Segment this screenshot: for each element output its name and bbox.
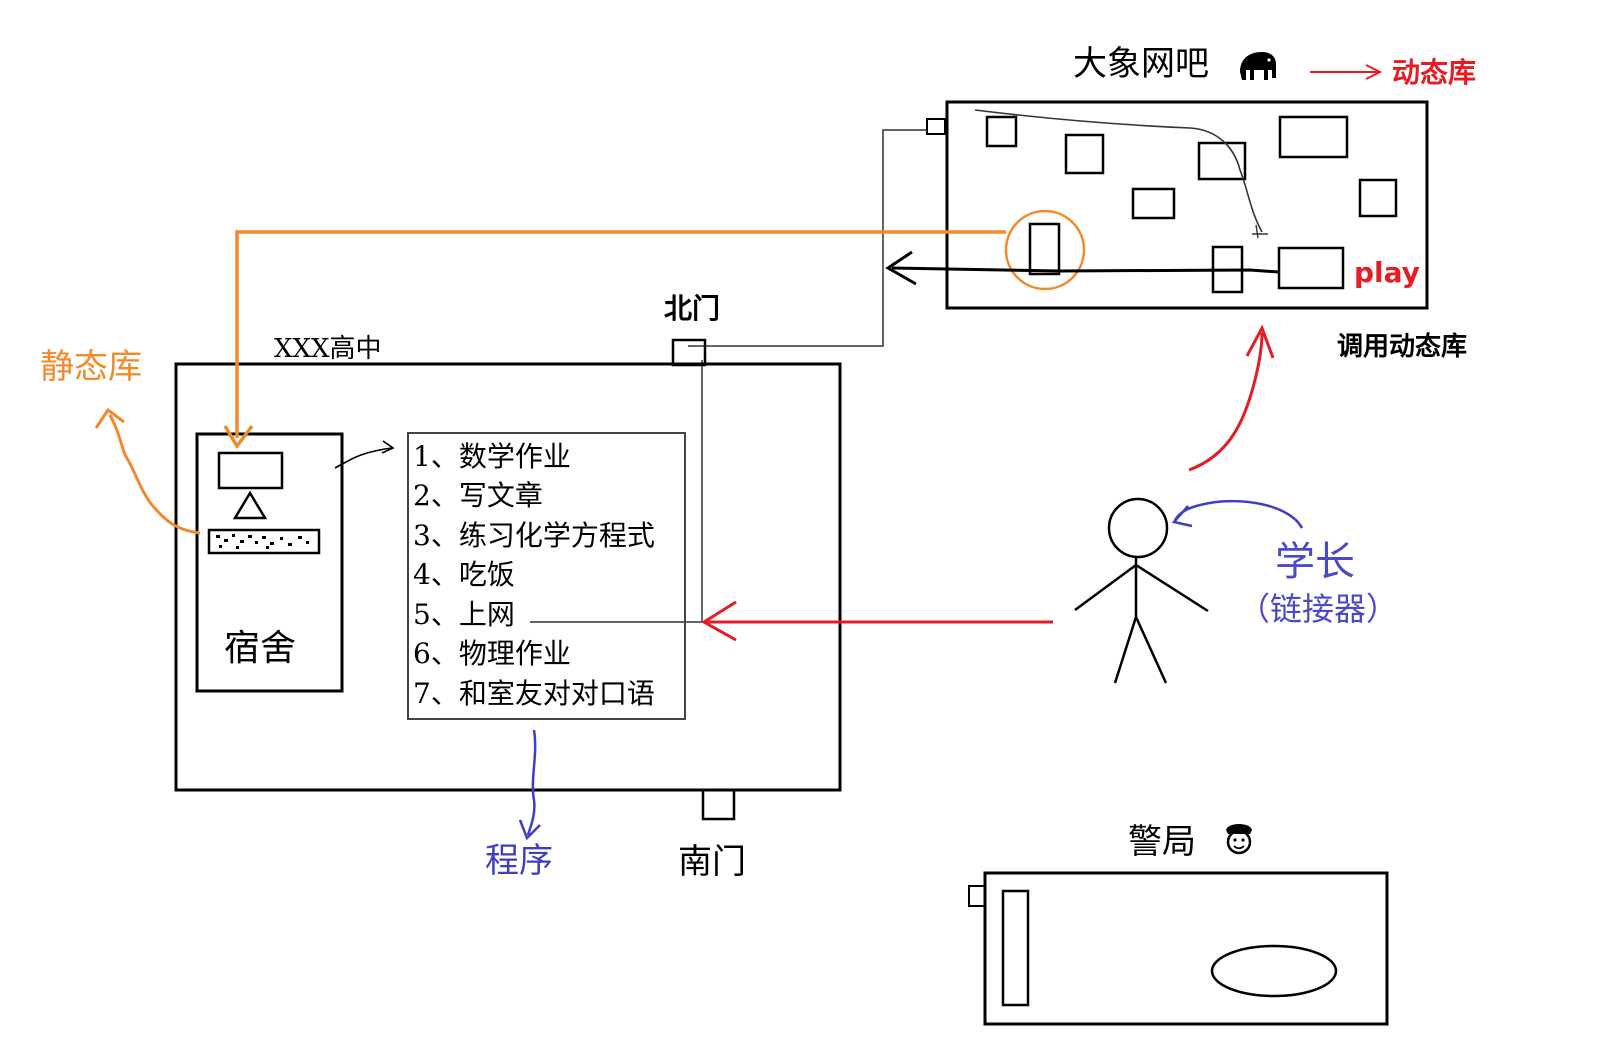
police-station-door bbox=[968, 885, 986, 907]
return-arrow bbox=[885, 250, 1280, 286]
keyboard-keys bbox=[216, 534, 309, 549]
task-item: 3、练习化学方程式 bbox=[413, 519, 655, 552]
program-label: 程序 bbox=[485, 841, 553, 881]
school-building bbox=[174, 362, 842, 792]
static-library-label: 静态库 bbox=[40, 347, 142, 387]
selected-machine-highlight bbox=[1004, 209, 1086, 291]
route-program-to-north-gate bbox=[530, 360, 703, 623]
task-item: 7、和室友对对口语 bbox=[413, 677, 655, 710]
cafe-seat bbox=[1028, 222, 1061, 276]
task-item: 2、写文章 bbox=[413, 479, 543, 512]
task-list: 1、数学作业 2、写文章 3、练习化学方程式 4、吃饭 5、上网 6、物理作业 … bbox=[413, 440, 655, 710]
cafe-seat bbox=[1197, 141, 1247, 181]
task-list-box bbox=[407, 432, 686, 720]
police-officer-icon bbox=[1226, 824, 1252, 855]
north-gate bbox=[671, 338, 707, 367]
task-item: 5、上网 bbox=[413, 598, 515, 631]
play-label: play bbox=[1354, 256, 1420, 289]
route-north-gate-to-cafe bbox=[688, 129, 927, 347]
police-station-label: 警局 bbox=[1128, 822, 1196, 862]
dorm-monitor-stand bbox=[232, 490, 268, 520]
senior-pointer-arrow bbox=[1171, 499, 1304, 529]
dynamic-library-label: 动态库 bbox=[1392, 56, 1476, 89]
dorm-monitor bbox=[217, 451, 284, 490]
program-arrow bbox=[518, 729, 541, 841]
north-gate-label: 北门 bbox=[664, 292, 720, 325]
task-item: 4、吃饭 bbox=[413, 558, 515, 591]
static-library-arrow bbox=[94, 407, 201, 535]
cafe-seat bbox=[985, 115, 1018, 148]
police-station-cell bbox=[1001, 889, 1030, 1007]
dorm-to-list-arrow bbox=[334, 440, 395, 469]
dormitory-label: 宿舍 bbox=[224, 628, 296, 669]
linker-label: （链接器） bbox=[1238, 590, 1398, 628]
police-station-building bbox=[983, 871, 1389, 1026]
dynamic-library-arrow bbox=[1310, 64, 1383, 80]
static-link-path bbox=[235, 230, 1006, 438]
south-gate bbox=[701, 788, 736, 821]
cafe-seat-play bbox=[1277, 246, 1345, 290]
task-item: 1、数学作业 bbox=[413, 440, 571, 473]
static-link-arrowhead bbox=[223, 424, 254, 450]
cafe-seat bbox=[1131, 187, 1176, 220]
linker-to-program-arrow bbox=[701, 600, 1053, 642]
cafe-scribble-line bbox=[974, 109, 1263, 233]
elephant-icon bbox=[1240, 52, 1276, 80]
task-item: 6、物理作业 bbox=[413, 637, 571, 670]
internet-cafe-building bbox=[945, 100, 1429, 310]
police-station-table bbox=[1210, 944, 1338, 998]
senior-stick-figure bbox=[1074, 497, 1209, 684]
linker-to-dynamic-arrow bbox=[1188, 324, 1275, 472]
school-label: XXX高中 bbox=[274, 334, 382, 364]
internet-cafe-title: 大象网吧 bbox=[1073, 44, 1209, 84]
call-dynamic-library-label: 调用动态库 bbox=[1337, 331, 1467, 362]
dormitory bbox=[195, 432, 344, 693]
cafe-seat bbox=[1064, 133, 1105, 175]
south-gate-label: 南门 bbox=[678, 842, 746, 882]
cafe-seat bbox=[1358, 178, 1398, 218]
cafe-scribble-mark bbox=[1252, 224, 1268, 239]
cafe-seat bbox=[1278, 115, 1349, 159]
dorm-keyboard bbox=[207, 528, 321, 555]
cafe-computers bbox=[985, 115, 1398, 294]
internet-cafe-door bbox=[926, 118, 946, 135]
senior-label: 学长 bbox=[1275, 539, 1355, 585]
